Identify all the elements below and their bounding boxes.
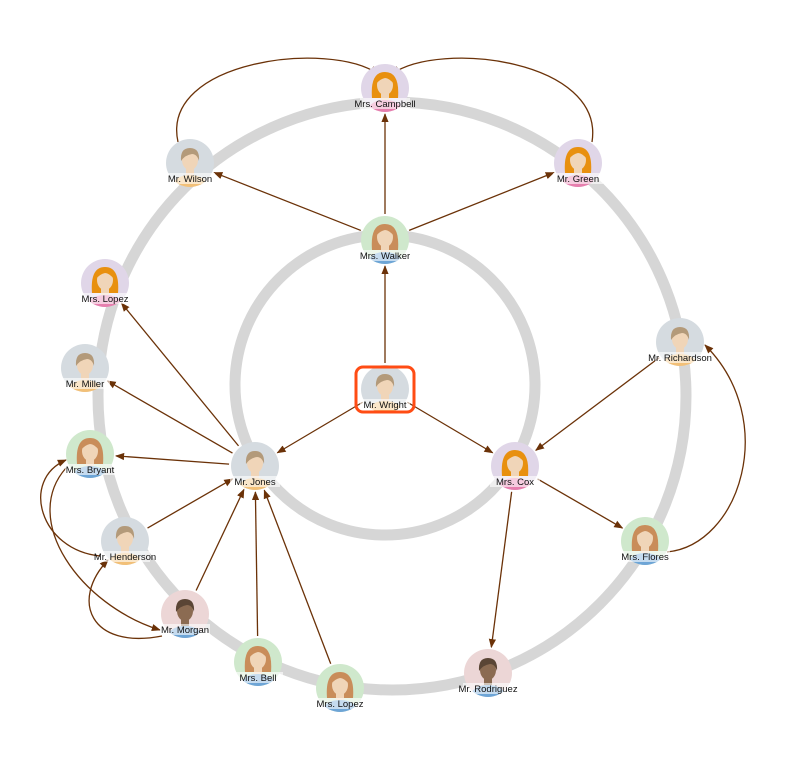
edge-jones-to-bryant xyxy=(115,452,230,465)
node-rodriguez[interactable]: Mr. Rodriguez xyxy=(458,649,518,703)
edge-wright-to-cox xyxy=(407,401,494,454)
edge-walker-to-wilson xyxy=(213,171,362,232)
edge-cox-to-rodriguez xyxy=(488,491,513,649)
node-label: Mr. Rodriguez xyxy=(458,684,517,695)
edge-jones-to-miller xyxy=(106,380,233,454)
node-wilson[interactable]: Mr. Wilson xyxy=(165,139,215,193)
node-label: Mrs. Cox xyxy=(496,477,534,488)
node-cox[interactable]: Mrs. Cox xyxy=(490,442,540,496)
node-bryant[interactable]: Mrs. Bryant xyxy=(65,430,115,484)
female-orange-hair-icon xyxy=(80,259,130,307)
male-dark-icon xyxy=(463,649,513,697)
node-label: Mrs. Lopez xyxy=(317,699,364,710)
edge-henderson-to-bryant xyxy=(40,459,101,557)
male-icon xyxy=(60,344,110,392)
edge-wilson-to-campbell xyxy=(176,57,379,143)
edge-morgan-to-jones xyxy=(195,488,245,591)
edge-cox-to-flores xyxy=(537,478,624,529)
female-brown-hair-icon xyxy=(620,517,670,565)
node-label: Mr. Henderson xyxy=(94,552,156,563)
edge-lopez2-to-jones xyxy=(263,489,332,664)
node-miller[interactable]: Mr. Miller xyxy=(60,344,110,398)
node-label: Mr. Morgan xyxy=(161,625,209,636)
node-label: Mr. Wright xyxy=(363,400,406,411)
node-richardson[interactable]: Mr. Richardson xyxy=(648,318,712,372)
node-label: Mr. Richardson xyxy=(648,353,712,364)
node-lopez1[interactable]: Mrs. Lopez xyxy=(80,259,130,313)
selection-highlight xyxy=(354,365,416,414)
male-icon xyxy=(165,139,215,187)
node-label: Mr. Miller xyxy=(66,379,105,390)
node-green[interactable]: Mr. Green xyxy=(553,139,603,193)
male-dark-icon xyxy=(160,590,210,638)
female-orange-hair-icon xyxy=(490,442,540,490)
node-label: Mrs. Campbell xyxy=(354,99,415,110)
male-icon xyxy=(360,365,410,413)
node-label: Mrs. Bryant xyxy=(66,465,115,476)
female-brown-hair-icon xyxy=(65,430,115,478)
node-label: Mrs. Flores xyxy=(621,552,669,563)
node-wright[interactable]: Mr. Wright xyxy=(354,365,416,419)
node-henderson[interactable]: Mr. Henderson xyxy=(94,517,156,571)
node-label: Mr. Wilson xyxy=(168,174,212,185)
male-icon xyxy=(230,442,280,490)
female-brown-hair-icon xyxy=(360,216,410,264)
node-walker[interactable]: Mrs. Walker xyxy=(360,216,410,270)
edge-green-to-campbell xyxy=(391,57,594,143)
node-label: Mrs. Walker xyxy=(360,251,410,262)
female-brown-hair-icon xyxy=(315,664,365,712)
node-lopez2[interactable]: Mrs. Lopez xyxy=(315,664,365,718)
edge-bryant-to-morgan xyxy=(49,467,161,632)
male-icon xyxy=(655,318,705,366)
edge-richardson-to-cox xyxy=(535,357,660,451)
node-morgan[interactable]: Mr. Morgan xyxy=(160,590,210,644)
edge-henderson-to-jones xyxy=(147,478,234,529)
female-brown-hair-icon xyxy=(233,638,283,686)
edge-walker-to-green xyxy=(408,172,555,231)
female-orange-hair-icon xyxy=(553,139,603,187)
edge-bell-to-jones xyxy=(251,491,260,637)
node-label: Mr. Jones xyxy=(234,477,275,488)
node-flores[interactable]: Mrs. Flores xyxy=(620,517,670,571)
edges-layer xyxy=(40,57,746,664)
female-orange-hair-icon xyxy=(360,64,410,112)
edge-morgan-to-henderson xyxy=(88,559,163,639)
node-jones[interactable]: Mr. Jones xyxy=(230,442,280,496)
node-label: Mr. Green xyxy=(557,174,599,185)
edge-wright-to-jones xyxy=(276,401,363,454)
edge-flores-to-richardson xyxy=(666,344,746,553)
node-label: Mrs. Bell xyxy=(240,673,277,684)
node-campbell[interactable]: Mrs. Campbell xyxy=(354,64,416,118)
node-label: Mrs. Lopez xyxy=(82,294,129,305)
male-icon xyxy=(100,517,150,565)
node-bell[interactable]: Mrs. Bell xyxy=(233,638,283,692)
edge-jones-to-lopez1 xyxy=(120,302,240,447)
